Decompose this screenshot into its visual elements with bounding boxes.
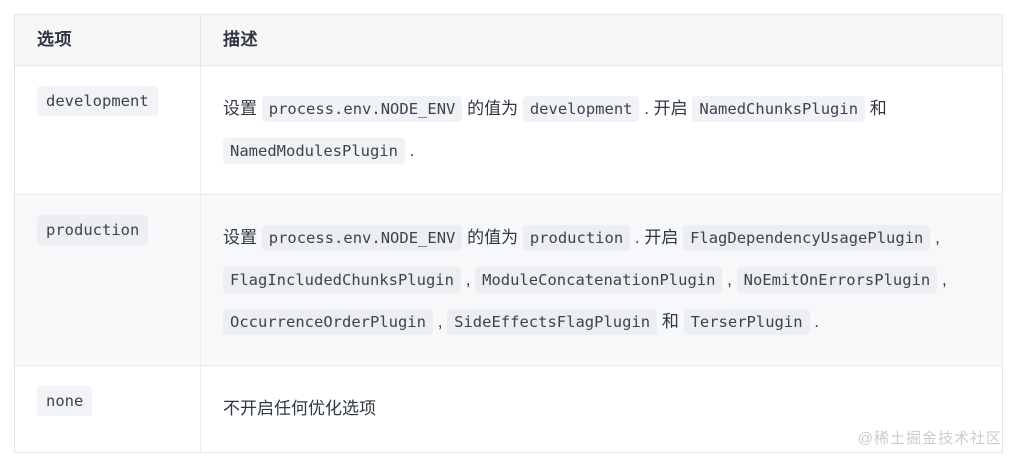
description-text: 设置	[223, 228, 262, 247]
option-code-chip: development	[37, 86, 158, 116]
option-cell-inner: none	[15, 366, 200, 437]
description-text: ,	[722, 270, 737, 289]
inline-code-chip: production	[522, 225, 631, 251]
option-cell-inner: development	[15, 66, 200, 137]
cell-description: 设置 process.env.NODE_ENV 的值为 development …	[200, 65, 1003, 195]
description-text: ,	[930, 228, 940, 247]
description-text: ,	[937, 270, 947, 289]
column-header-description: 描述	[200, 14, 1003, 66]
description-text: ,	[432, 312, 448, 331]
cell-option: production	[14, 194, 201, 366]
description-text: 和	[865, 99, 887, 118]
inline-code-chip: FlagDependencyUsagePlugin	[683, 225, 931, 251]
inline-code-chip: OccurrenceOrderPlugin	[223, 309, 433, 335]
description-cell-inner: 设置 process.env.NODE_ENV 的值为 development …	[201, 66, 1002, 194]
inline-code-chip: TerserPlugin	[683, 309, 810, 335]
description-text: .	[809, 312, 819, 331]
table-head: 选项 描述	[14, 14, 1003, 66]
table-row: none 不开启任何优化选项	[14, 365, 1003, 453]
description-text: 不开启任何优化选项	[223, 399, 376, 418]
description-text: . 开启	[639, 99, 693, 118]
option-code-chip: none	[37, 386, 93, 416]
table-header-row: 选项 描述	[14, 14, 1003, 66]
inline-code-chip: NamedChunksPlugin	[692, 96, 866, 122]
inline-code-chip: SideEffectsFlagPlugin	[447, 309, 658, 335]
cell-description: 设置 process.env.NODE_ENV 的值为 production .…	[200, 194, 1003, 366]
option-code-chip: production	[37, 215, 149, 245]
cell-description: 不开启任何优化选项	[200, 365, 1003, 453]
description-text: 设置	[223, 99, 262, 118]
inline-code-chip: process.env.NODE_ENV	[261, 96, 463, 122]
cell-option: development	[14, 65, 201, 195]
inline-code-chip: FlagIncludedChunksPlugin	[223, 267, 461, 293]
cell-option: none	[14, 365, 201, 453]
inline-code-chip: ModuleConcatenationPlugin	[475, 267, 723, 293]
description-cell-inner: 不开启任何优化选项	[201, 366, 1002, 452]
description-text: ,	[460, 270, 476, 289]
description-text: 的值为	[462, 99, 523, 118]
option-cell-inner: production	[15, 195, 200, 266]
inline-code-chip: NoEmitOnErrorsPlugin	[736, 267, 938, 293]
column-header-option: 选项	[14, 14, 201, 66]
inline-code-chip: process.env.NODE_ENV	[261, 225, 463, 251]
description-text: . 开启	[630, 228, 684, 247]
description-cell-inner: 设置 process.env.NODE_ENV 的值为 production .…	[201, 195, 1002, 365]
description-text: .	[404, 141, 415, 160]
inline-code-chip: NamedModulesPlugin	[223, 138, 405, 164]
inline-code-chip: development	[522, 96, 640, 122]
description-text: 和	[657, 312, 684, 331]
description-text: 的值为	[462, 228, 523, 247]
